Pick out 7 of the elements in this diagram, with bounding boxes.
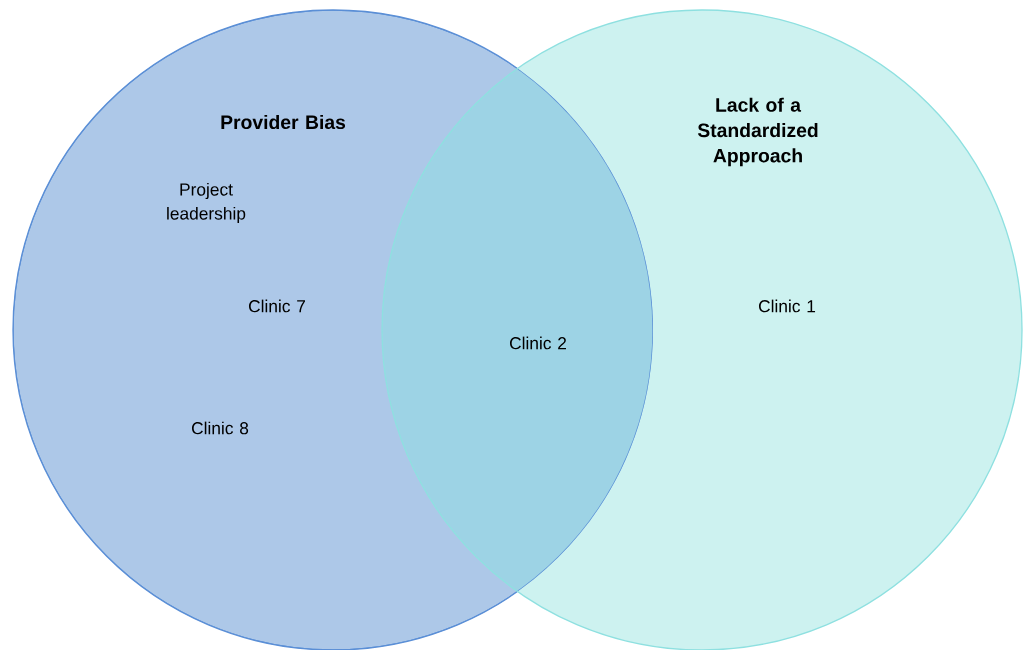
circle-heading: Provider Bias	[221, 114, 346, 130]
circle-heading: Lack of a Standardized Approach	[697, 97, 818, 167]
region-label: Clinic 8	[192, 421, 249, 435]
region-label: Clinic 2	[510, 336, 566, 350]
region-label: Clinic 1	[759, 299, 816, 313]
region-label: Clinic 7	[249, 299, 305, 313]
region-label: Project leadership	[167, 182, 246, 224]
